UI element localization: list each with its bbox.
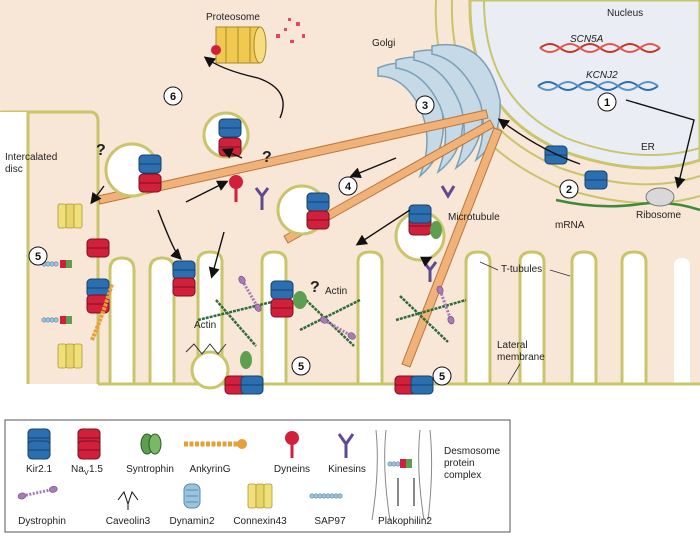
label-membrane: membrane <box>497 352 545 363</box>
label-t-tubules: T-tubules <box>501 264 542 275</box>
caveolin-scene <box>185 343 227 355</box>
channel-group-ttubule <box>172 260 196 297</box>
svg-text:5: 5 <box>439 371 445 383</box>
microtubules <box>97 109 503 368</box>
svg-text:Kir2.1: Kir2.1 <box>26 464 53 475</box>
kinesin-scene-icon <box>254 185 456 282</box>
svg-text:Kinesins: Kinesins <box>328 464 366 475</box>
scn5a-gene-icon <box>539 43 661 53</box>
legend-nav: Na V 1.5 <box>71 428 103 477</box>
legend-connexin43: Connexin43 <box>233 483 287 527</box>
label-er: ER <box>641 142 655 153</box>
step-5b: 5 <box>291 356 311 376</box>
legend-dystrophin: Dystrophin <box>15 484 66 527</box>
step-5c: 5 <box>432 366 452 386</box>
label-disc: disc <box>5 164 23 175</box>
svg-text:1.5: 1.5 <box>89 464 103 475</box>
ribosome-icon <box>645 187 675 207</box>
svg-text:3: 3 <box>422 100 428 112</box>
label-actin-2: Actin <box>325 286 347 297</box>
dynein-scene-icon <box>229 175 243 202</box>
question-mark-3: ? <box>310 279 320 296</box>
svg-text:4: 4 <box>345 181 352 193</box>
step-1: 1 <box>597 92 617 112</box>
label-golgi: Golgi <box>372 38 395 49</box>
channel-group-microtubule <box>408 204 442 239</box>
actin-filaments <box>197 295 467 347</box>
svg-text:SAP97: SAP97 <box>314 516 346 527</box>
svg-text:Dystrophin: Dystrophin <box>18 516 66 527</box>
legend: Kir2.1 Na V 1.5 Syntrophin AnkyrinG Dyne… <box>4 419 511 533</box>
legend-plakophilin2: Plakophilin2 <box>378 516 432 527</box>
proteosome-icon <box>211 26 267 64</box>
label-ribosome: Ribosome <box>636 210 681 221</box>
legend-dyneins: Dyneins <box>274 431 310 475</box>
svg-text:5: 5 <box>298 361 304 373</box>
svg-text:Desmosome: Desmosome <box>444 446 501 457</box>
extracellular-space <box>0 384 700 402</box>
legend-syntrophin: Syntrophin <box>126 433 174 475</box>
question-mark-1: ? <box>96 142 106 159</box>
label-scn5a: SCN5A <box>570 34 604 45</box>
label-actin-1: Actin <box>194 320 216 331</box>
label-lateral: Lateral <box>497 340 528 351</box>
kcnj2-gene-icon <box>537 81 659 91</box>
step-2: 2 <box>559 179 579 199</box>
legend-kinesins: Kinesins <box>328 433 366 475</box>
svg-text:5: 5 <box>35 251 41 263</box>
svg-text:Dyneins: Dyneins <box>274 464 310 475</box>
svg-text:Syntrophin: Syntrophin <box>126 464 174 475</box>
legend-dynamin2: Dynamin2 <box>169 483 215 527</box>
label-kcnj2: KCNJ2 <box>586 70 618 81</box>
svg-text:protein: protein <box>444 458 475 469</box>
channel-group-bottom-2 <box>394 375 434 395</box>
step-3: 3 <box>415 95 435 115</box>
intercalated-disc-complex <box>41 203 114 369</box>
legend-caveolin3: Caveolin3 <box>106 490 151 527</box>
degraded-peptides <box>276 18 305 43</box>
label-intercalated: Intercalated <box>5 152 57 163</box>
svg-text:Na: Na <box>71 464 84 475</box>
step-4: 4 <box>338 176 358 196</box>
label-microtubule: Microtubule <box>448 212 500 223</box>
step-6: 6 <box>163 86 183 106</box>
label-mrna: mRNA <box>555 220 585 231</box>
svg-text:AnkyrinG: AnkyrinG <box>189 464 230 475</box>
flow-arrows <box>90 56 695 279</box>
svg-text:V: V <box>84 470 89 477</box>
svg-text:Connexin43: Connexin43 <box>233 516 287 527</box>
svg-text:Caveolin3: Caveolin3 <box>106 516 151 527</box>
svg-text:6: 6 <box>170 91 176 103</box>
legend-ankyring: AnkyrinG <box>184 439 247 475</box>
label-proteosome: Proteosome <box>206 12 260 23</box>
svg-text:complex: complex <box>444 470 481 481</box>
intercalated-gap <box>0 112 28 402</box>
svg-text:2: 2 <box>566 184 572 196</box>
step-markers: 1 2 3 4 5 5 5 6 <box>28 86 617 386</box>
label-nucleus: Nucleus <box>607 8 643 19</box>
channel-group-bottom-1 <box>224 351 264 395</box>
legend-kir: Kir2.1 <box>26 428 53 475</box>
svg-text:Dynamin2: Dynamin2 <box>169 516 214 527</box>
legend-desmosome: Desmosome protein complex <box>371 429 501 521</box>
plasma-membrane <box>0 110 100 400</box>
mrna-strand <box>555 198 700 212</box>
channel-group-actin-2 <box>270 280 307 318</box>
question-mark-2: ? <box>262 149 272 166</box>
svg-text:1: 1 <box>604 97 610 109</box>
nuclear-envelope-inner <box>483 0 700 157</box>
t-tubules <box>108 250 648 402</box>
channel-group-vesicle-4 <box>306 192 330 230</box>
legend-sap97: SAP97 <box>309 493 346 527</box>
step-5a: 5 <box>28 246 48 266</box>
